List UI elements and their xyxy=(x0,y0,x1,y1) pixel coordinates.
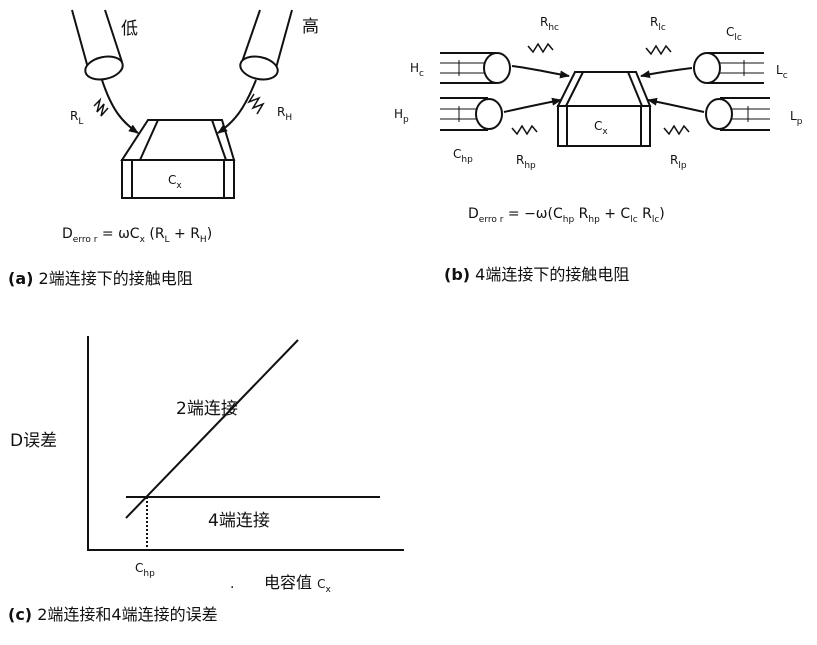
diagram-c xyxy=(87,336,404,551)
diagram-b xyxy=(440,42,770,147)
lc-label: Lc xyxy=(776,63,788,81)
hc-label: Hc xyxy=(410,61,424,79)
rl-label: RL xyxy=(70,109,83,127)
rhc-label: Rhc xyxy=(540,15,559,33)
dut-a xyxy=(120,119,236,199)
two-terminal-label: 2端连接 xyxy=(176,399,238,419)
lc-coax-icon xyxy=(693,52,764,84)
lp-arrow xyxy=(647,97,705,113)
two-terminal-line xyxy=(125,339,299,519)
rlc-label: Rlc xyxy=(650,15,666,33)
formula-b: Derro r = −ω(Chp Rhp + Clc Rlc) xyxy=(468,206,665,225)
lc-arrow xyxy=(640,67,693,79)
rh-label: RH xyxy=(277,105,292,123)
rhp-label: Rhp xyxy=(516,153,536,171)
high-contact-arrow xyxy=(217,79,257,134)
caption-c: (c) 2端连接和4端连接的误差 xyxy=(8,605,218,624)
rlp-label: Rlp xyxy=(670,153,687,171)
cx-label-a: Cx xyxy=(168,173,182,191)
hp-label: Hp xyxy=(394,107,409,125)
probe-low-label: 低 xyxy=(121,19,138,39)
rlc-zigzag-icon xyxy=(645,44,672,56)
hc-arrow xyxy=(511,65,570,79)
low-contact-arrow xyxy=(101,79,139,134)
hc-coax-icon xyxy=(440,52,511,84)
rhp-zigzag-icon xyxy=(511,124,538,136)
lp-coax-icon xyxy=(705,97,770,131)
y-axis-label: D误差 xyxy=(10,431,57,451)
diagram-a xyxy=(71,9,293,199)
chp-label-b: Chp xyxy=(453,147,473,165)
chp-label-c: Chp xyxy=(135,561,155,579)
lp-label: Lp xyxy=(790,109,803,127)
dut-b xyxy=(556,71,652,147)
rlp-zigzag-icon xyxy=(663,124,690,136)
hp-arrow xyxy=(503,97,562,113)
rl-zigzag-icon xyxy=(93,97,109,117)
formula-a: Derro r = ωCx (RL + RH) xyxy=(62,226,212,245)
high-cable-icon xyxy=(239,9,293,81)
caption-a: (a) 2端连接下的接触电阻 xyxy=(8,269,193,288)
clc-label: Clc xyxy=(726,25,742,43)
probe-high-label: 高 xyxy=(302,17,319,37)
hp-coax-icon xyxy=(440,97,503,131)
four-terminal-label: 4端连接 xyxy=(208,511,270,531)
cx-label-b: Cx xyxy=(594,119,608,137)
rhc-zigzag-icon xyxy=(527,42,554,54)
rh-zigzag-icon xyxy=(247,93,265,115)
caption-b: (b) 4端连接下的接触电阻 xyxy=(444,265,629,284)
low-cable-icon xyxy=(71,9,124,81)
x-axis-label: 电容值 Cx xyxy=(264,573,332,595)
stray-dot: . xyxy=(230,576,234,592)
